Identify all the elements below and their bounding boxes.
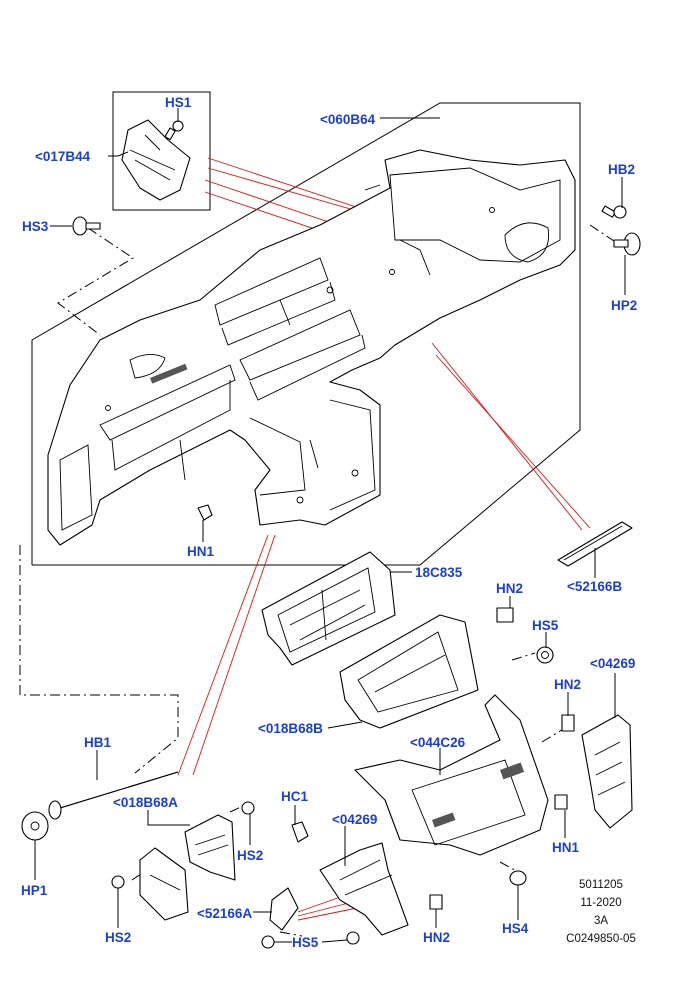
bolt-hs1 — [164, 120, 184, 141]
label-hn2-a: HN2 — [496, 581, 523, 596]
center-lines — [19, 224, 621, 937]
bracket-017b44 — [121, 119, 191, 201]
label-04269-mid: <04269 — [332, 812, 377, 827]
plug-hp2 — [613, 232, 641, 256]
seal-52166b — [557, 521, 633, 567]
label-hn2-c: HN2 — [423, 930, 450, 945]
washer-hp1 — [21, 811, 49, 841]
label-018b68a: <018B68A — [113, 795, 178, 810]
screw-hs4 — [509, 870, 527, 886]
label-18c835: 18C835 — [415, 565, 463, 580]
label-018b68b: <018B68B — [258, 721, 323, 736]
leader-lines — [34, 108, 626, 943]
inset-box — [112, 91, 211, 211]
label-044c26: <044C26 — [410, 735, 466, 750]
bracket-18c835 — [261, 551, 396, 666]
bolt-hb1 — [48, 771, 179, 820]
label-hs5-a: HS5 — [532, 618, 559, 633]
main-assembly-panel — [31, 102, 581, 566]
label-hn1-top: HN1 — [187, 544, 214, 559]
bolt-hs2-a — [241, 801, 255, 815]
seal-52166a — [269, 887, 299, 931]
clip-hc1 — [291, 821, 309, 843]
label-hs3: HS3 — [22, 219, 49, 234]
label-hn2-b: HN2 — [554, 677, 581, 692]
bolt-hs5-b-left — [261, 935, 275, 949]
reference-line-1: 5011205 — [579, 879, 623, 891]
label-04269-right: <04269 — [590, 656, 635, 671]
label-hs4: HS4 — [502, 921, 529, 936]
label-hc1: HC1 — [281, 789, 308, 804]
label-hb1: HB1 — [84, 735, 111, 750]
label-hs5-b: HS5 — [292, 935, 319, 950]
bracket-044c26 — [354, 694, 549, 856]
label-hs1: HS1 — [165, 95, 192, 110]
nut-hn2-b — [561, 714, 575, 732]
bracket-018b68b — [339, 614, 479, 729]
label-hn1-right: HN1 — [552, 840, 579, 855]
label-hb2: HB2 — [608, 162, 635, 177]
bolt-hb2 — [601, 205, 627, 219]
label-52166a: <52166A — [197, 906, 252, 921]
label-060b64: <060B64 — [320, 112, 376, 127]
label-017b44: <017B44 — [35, 149, 91, 164]
bracket-04269-mid — [319, 842, 409, 936]
bolt-hs5-a — [536, 646, 554, 664]
label-hp2: HP2 — [611, 298, 637, 313]
nut-hn1-top — [197, 504, 213, 521]
nut-hn2-c — [429, 894, 443, 910]
label-52166b: <52166B — [567, 579, 622, 594]
nut-hn1-right — [554, 794, 568, 810]
reference-block: 5011205 11-2020 3A C0249850-05 — [566, 879, 636, 945]
reference-line-3: 3A — [594, 915, 608, 927]
reference-line-4: C0249850-05 — [566, 933, 636, 945]
nut-hn2-a — [496, 607, 514, 623]
callout-labels: HS1 <017B44 <060B64 HB2 HS3 HP2 HN1 18C8… — [21, 95, 637, 950]
bolt-hs5-b-right — [346, 931, 360, 945]
screw-hs3 — [72, 216, 101, 236]
bracket-018b68a — [139, 814, 236, 921]
cross-car-beam — [47, 149, 576, 546]
label-hs2-a: HS2 — [237, 848, 263, 863]
label-hp1: HP1 — [21, 883, 48, 898]
bolt-hs2-b — [111, 875, 125, 889]
label-hs2-b: HS2 — [105, 930, 131, 945]
reference-line-2: 11-2020 — [580, 897, 621, 909]
bracket-04269-right — [581, 714, 633, 829]
